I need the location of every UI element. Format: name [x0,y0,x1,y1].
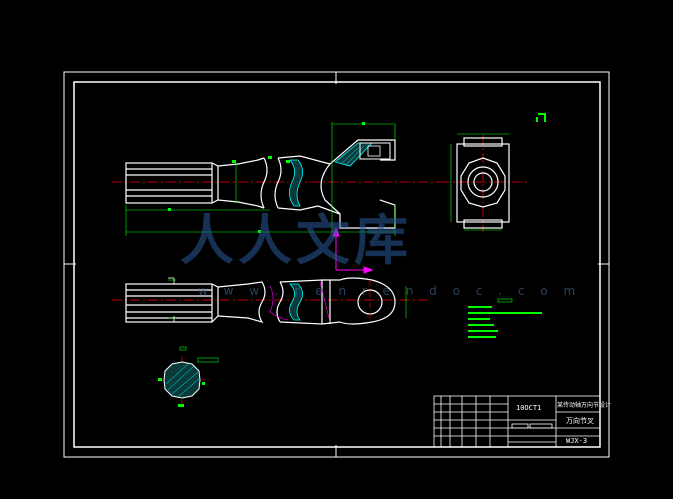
title-block-drawing-no: WJX-3 [566,437,588,445]
front-view-yoke [112,122,440,236]
title-block-title: 某传动轴万向节设计 [557,402,612,409]
side-view-yoke [440,113,546,232]
title-block-scale: 10ОСТ1 [516,404,542,412]
title-block [433,395,601,448]
spline-section-view [156,346,219,407]
watermark-logo: 人人文库 [180,208,412,272]
top-view-yoke [112,277,430,325]
title-block-part-name: 万向节叉 [566,417,594,425]
drawing-border [63,71,610,458]
ucs-axis-icon [332,226,374,274]
technical-notes [468,298,542,338]
watermark-url: w w w . r e n r e n d o c . c o m [198,284,582,298]
